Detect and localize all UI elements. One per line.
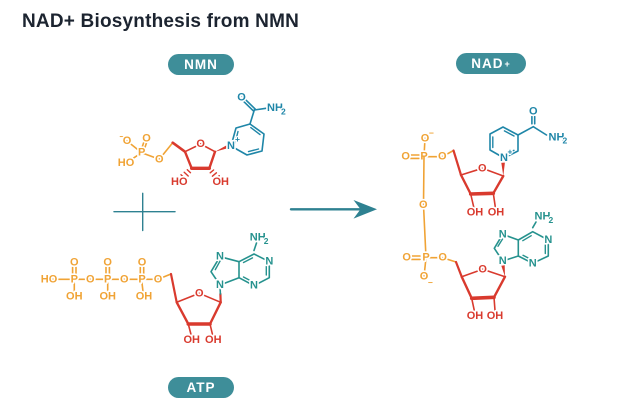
svg-text:N: N — [227, 140, 235, 152]
svg-text:O: O — [103, 257, 112, 269]
svg-text:O: O — [142, 133, 151, 145]
label-nad: NAD+ — [456, 53, 526, 74]
svg-text:2: 2 — [281, 107, 286, 117]
atp-triphosphate-group: HO P O P O P O O O O OH OH OH — [39, 255, 172, 304]
svg-text:HO: HO — [171, 176, 188, 188]
svg-text:+: + — [235, 134, 240, 144]
svg-text:O: O — [237, 92, 246, 104]
svg-text:HO: HO — [41, 273, 58, 285]
nad-nicotinamide-ring: N + O NH 2 — [489, 104, 569, 166]
arrowhead — [353, 200, 377, 219]
label-atp: ATP — [168, 377, 234, 398]
atp-adenine-ring: N N N N NH 2 — [210, 230, 275, 295]
svg-text:HO: HO — [118, 157, 135, 169]
nad-ribose-ring-1: O OH OH — [452, 149, 506, 220]
svg-text:O: O — [138, 257, 147, 269]
nad-phosphate-bottom: O P O O − — [401, 250, 457, 289]
nmn-structure: − O O P HO O O — [116, 90, 287, 190]
svg-text:O: O — [402, 252, 411, 264]
svg-text:O: O — [123, 135, 132, 147]
svg-text:NH: NH — [549, 131, 565, 143]
svg-text:N: N — [265, 256, 273, 268]
svg-text:N: N — [499, 228, 507, 240]
svg-text:O: O — [438, 151, 447, 163]
atp-ribose-ring: O OH OH — [169, 272, 223, 348]
svg-text:OH: OH — [487, 310, 504, 322]
svg-text:N: N — [500, 152, 508, 164]
glycosidic-wedge-bond — [501, 162, 505, 176]
nad-pyrophosphate-bridge: O — [417, 155, 430, 259]
svg-text:N: N — [529, 257, 537, 269]
svg-text:O: O — [86, 273, 95, 285]
svg-text:OH: OH — [136, 290, 153, 302]
svg-text:OH: OH — [467, 207, 484, 219]
svg-text:OH: OH — [66, 290, 83, 302]
svg-text:O: O — [478, 263, 487, 275]
svg-text:2: 2 — [563, 136, 568, 146]
svg-text:OH: OH — [212, 176, 229, 188]
svg-text:P: P — [104, 273, 111, 285]
nad-adenine-ring: N N N N NH 2 — [493, 209, 555, 271]
svg-text:O: O — [419, 199, 428, 211]
nad-ribose-ring-2: O OH OH — [454, 260, 507, 324]
svg-text:2: 2 — [549, 215, 554, 225]
nad-phosphate-top: O − O P O — [400, 127, 455, 164]
svg-text:N: N — [544, 234, 552, 246]
svg-text:O: O — [154, 273, 163, 285]
svg-text:2: 2 — [264, 236, 269, 246]
svg-text:P: P — [422, 252, 429, 264]
svg-text:N: N — [499, 255, 507, 267]
svg-text:NH: NH — [535, 211, 551, 223]
nad-badge-text: NAD — [471, 56, 504, 71]
svg-text:N: N — [216, 279, 224, 291]
page-title: NAD+ Biosynthesis from NMN — [22, 11, 300, 32]
nad-structure: O − O P O O O P O O − — [400, 104, 569, 324]
svg-text:OH: OH — [183, 334, 200, 346]
svg-text:N: N — [216, 251, 224, 263]
svg-text:O: O — [70, 257, 79, 269]
glycosidic-wedge-bond — [215, 144, 229, 152]
svg-text:P: P — [71, 273, 78, 285]
nmn-ribose-ring: O HO OH — [169, 136, 230, 189]
svg-text:+: + — [508, 147, 513, 157]
svg-text:−: − — [120, 132, 125, 142]
svg-text:−: − — [428, 278, 433, 288]
svg-text:OH: OH — [488, 207, 505, 219]
svg-text:P: P — [138, 273, 145, 285]
svg-text:O: O — [195, 287, 204, 299]
svg-text:OH: OH — [467, 310, 484, 322]
svg-text:O: O — [478, 162, 487, 174]
nmn-phosphate-group: − O O P HO O — [116, 130, 174, 171]
svg-text:O: O — [438, 252, 447, 264]
plus-sign — [113, 192, 176, 232]
svg-text:NH: NH — [250, 232, 266, 244]
glycosidic-wedge-bond — [501, 265, 505, 277]
svg-text:OH: OH — [205, 334, 222, 346]
svg-text:N: N — [250, 280, 258, 292]
svg-text:O: O — [420, 271, 429, 283]
atp-structure: HO P O P O P O O O O OH OH OH — [39, 230, 275, 348]
svg-text:OH: OH — [99, 290, 116, 302]
label-nmn: NMN — [168, 54, 234, 75]
svg-text:NH: NH — [267, 102, 283, 114]
svg-text:O: O — [120, 273, 129, 285]
reaction-arrow — [289, 200, 377, 219]
svg-text:O: O — [421, 132, 430, 144]
svg-text:P: P — [138, 147, 145, 159]
svg-text:O: O — [196, 138, 205, 150]
svg-text:O: O — [401, 151, 410, 163]
nmn-nicotinamide-ring: N + O NH 2 — [225, 90, 287, 156]
atp-badge-text: ATP — [186, 380, 216, 395]
svg-text:O: O — [155, 153, 164, 165]
nmn-badge-text: NMN — [184, 57, 218, 72]
svg-text:O: O — [529, 106, 538, 118]
svg-text:−: − — [429, 128, 434, 138]
